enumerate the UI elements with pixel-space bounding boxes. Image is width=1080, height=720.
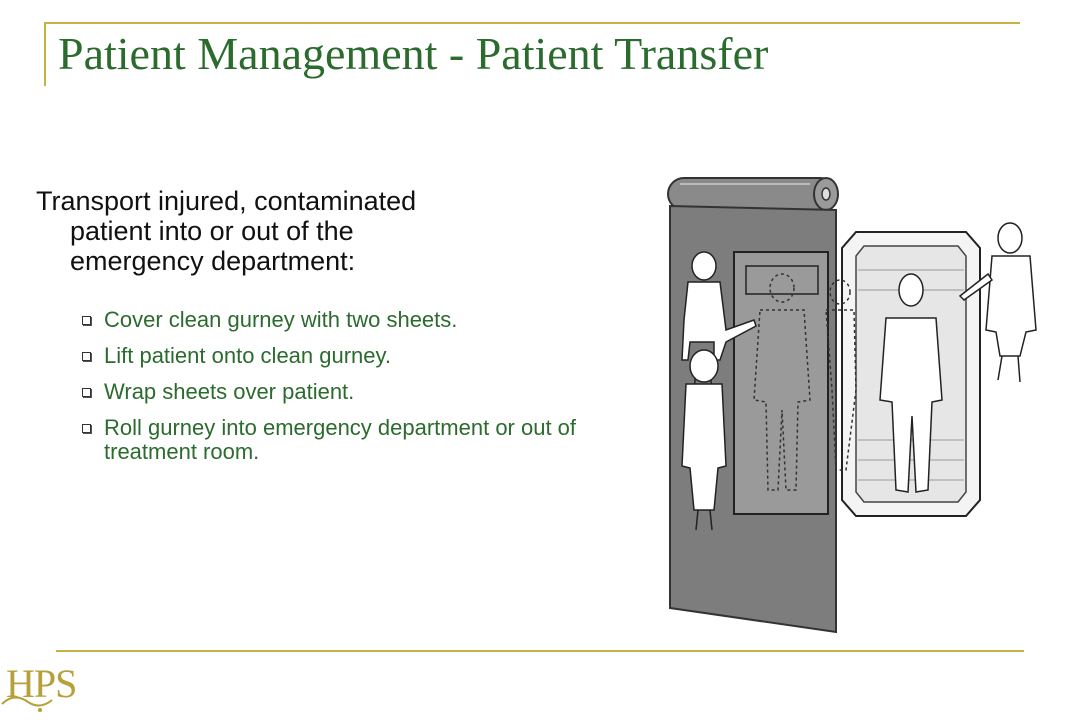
clean-gurney (825, 231, 981, 517)
intro-line-1: Transport injured, contaminated (36, 186, 417, 216)
left-rule (44, 22, 46, 86)
bullet-item: Cover clean gurney with two sheets. (76, 308, 656, 332)
bullet-text: Roll gurney into emergency department or… (104, 415, 577, 464)
checkbox-square-icon (82, 352, 91, 361)
bullet-text: Wrap sheets over patient. (104, 379, 355, 404)
slide-title: Patient Management - Patient Transfer (58, 28, 769, 79)
bullet-item: Wrap sheets over patient. (76, 380, 656, 404)
checkbox-square-icon (82, 388, 91, 397)
patient-transfer-illustration (667, 177, 1037, 634)
bullet-item: Roll gurney into emergency department or… (76, 416, 656, 464)
top-rule (44, 22, 1020, 24)
checkbox-square-icon (82, 316, 91, 325)
staff-figure-right (958, 222, 1037, 383)
bottom-rule (56, 650, 1024, 652)
bullet-text: Lift patient onto clean gurney. (104, 343, 392, 368)
bullet-list: Cover clean gurney with two sheets. Lift… (76, 308, 656, 476)
staff-figure-nurse (681, 349, 727, 531)
logo-swoosh-icon (1, 696, 53, 712)
bullet-item: Lift patient onto clean gurney. (76, 344, 656, 368)
intro-text: Transport injured, contaminated patient … (36, 186, 636, 276)
patient-figure (879, 273, 943, 493)
intro-line-2: patient into or out of the (70, 216, 354, 246)
checkbox-square-icon (82, 424, 91, 433)
bullet-text: Cover clean gurney with two sheets. (104, 307, 458, 332)
intro-line-3: emergency department: (70, 246, 356, 276)
dirty-gurney (733, 251, 829, 515)
sheet-roll (667, 177, 839, 211)
